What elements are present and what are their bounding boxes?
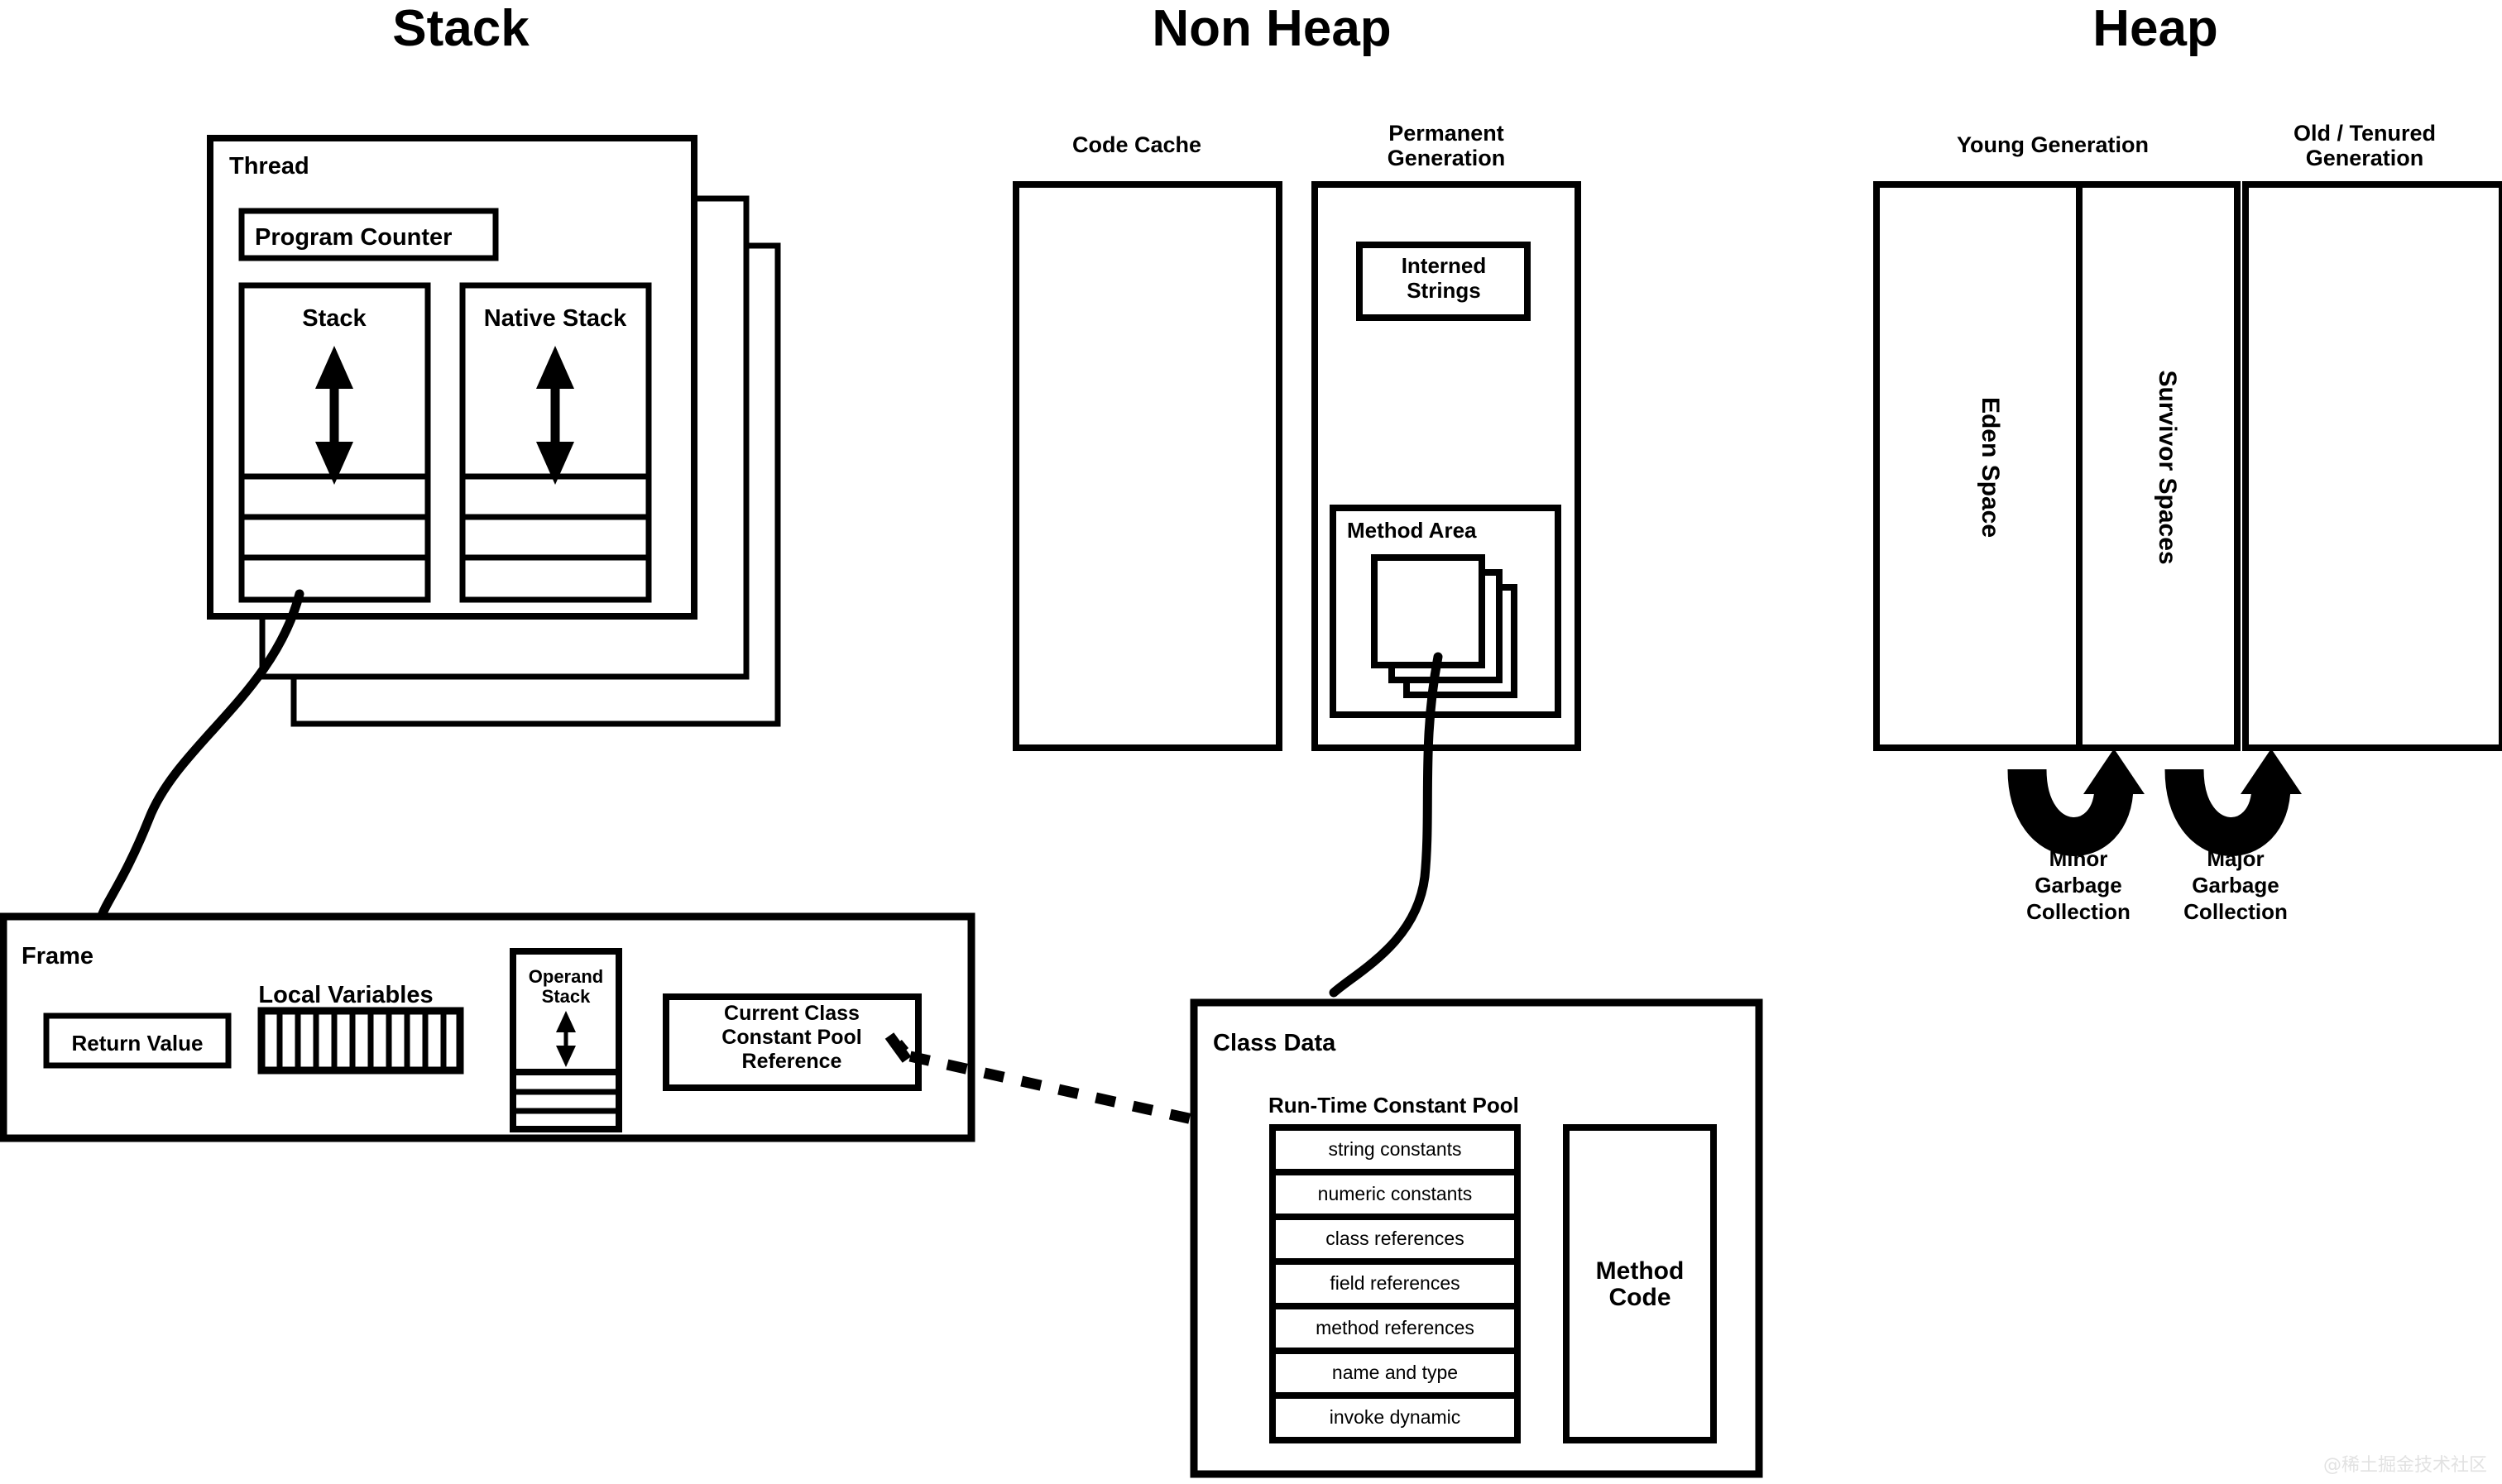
minor-garbage-collection-arrow bbox=[2007, 749, 2145, 856]
constant-pool-row bbox=[1269, 1124, 1521, 1175]
old-generation-label-line2: Generation bbox=[2306, 146, 2424, 170]
constant-pool-row bbox=[1269, 1169, 1521, 1220]
interned-strings-box bbox=[1356, 242, 1531, 321]
code-cache-label: Code Cache bbox=[1072, 132, 1201, 157]
section-title-heap: Heap bbox=[2092, 0, 2218, 57]
major-gc-label-line1: Major bbox=[2207, 846, 2264, 871]
section-title-stack: Stack bbox=[392, 0, 530, 57]
minor-gc-label-line3: Collection bbox=[2026, 899, 2131, 924]
current-class-ref-line1: Current Class bbox=[724, 1002, 860, 1025]
local-variables-box bbox=[257, 1007, 464, 1075]
program-counter-box bbox=[238, 208, 499, 261]
minor-gc-label-line2: Garbage bbox=[2035, 873, 2122, 898]
permanent-generation-label-line2: Generation bbox=[1388, 146, 1506, 170]
constant-pool-item-5: name and type bbox=[1332, 1362, 1458, 1383]
survivor-spaces-label: Survivor Spaces bbox=[2154, 370, 2181, 564]
minor-gc-label-line1: Minor bbox=[2049, 846, 2108, 871]
method-code-box bbox=[1563, 1124, 1717, 1443]
watermark: @稀土掘金技术社区 bbox=[2323, 1455, 2487, 1476]
method-area-to-class-data-connector bbox=[1329, 652, 1443, 998]
thread-native-stack-双-arrow bbox=[536, 346, 574, 485]
thread-stack-label: Stack bbox=[302, 305, 367, 332]
interned-strings-line2: Strings bbox=[1407, 278, 1481, 303]
local-variables-label: Local Variables bbox=[258, 982, 433, 1008]
major-gc-label-line2: Garbage bbox=[2192, 873, 2279, 898]
constant-pool-item-2: class references bbox=[1325, 1228, 1464, 1249]
constant-pool-row bbox=[1269, 1348, 1521, 1399]
method-code-line2: Code bbox=[1609, 1284, 1671, 1311]
return-value-box bbox=[43, 1012, 232, 1069]
program-counter-label: Program Counter bbox=[255, 224, 452, 251]
thread-label: Thread bbox=[229, 153, 309, 180]
stack-to-frame-connector bbox=[96, 589, 304, 923]
local-variable-slots bbox=[276, 1011, 447, 1070]
frame-label: Frame bbox=[22, 943, 93, 969]
method-code-line1: Method bbox=[1596, 1257, 1685, 1285]
method-area-card bbox=[1371, 554, 1485, 668]
young-generation-box bbox=[1873, 181, 2241, 751]
operand-stack-双-arrow bbox=[556, 1011, 576, 1067]
code-cache-box bbox=[1013, 181, 1282, 751]
class-data-label: Class Data bbox=[1213, 1030, 1336, 1056]
section-title-non-heap: Non Heap bbox=[1152, 0, 1391, 57]
interned-strings-line1: Interned bbox=[1402, 253, 1487, 278]
major-gc-label-line3: Collection bbox=[2183, 899, 2288, 924]
operand-stack-label-line2: Stack bbox=[542, 986, 591, 1007]
current-class-constant-pool-reference-box bbox=[663, 993, 922, 1091]
constant-pool-row bbox=[1269, 1258, 1521, 1309]
thread-stack-双-arrow bbox=[315, 346, 353, 485]
old-generation-label-line1: Old / Tenured bbox=[2294, 121, 2436, 146]
constant-pool-item-4: method references bbox=[1316, 1317, 1474, 1338]
current-class-ref-line2: Constant Pool bbox=[721, 1026, 861, 1049]
constant-pool-item-0: string constants bbox=[1328, 1138, 1461, 1160]
young-generation-label: Young Generation bbox=[1957, 132, 2149, 157]
constant-pool-item-3: field references bbox=[1330, 1272, 1460, 1294]
return-value-label: Return Value bbox=[72, 1031, 204, 1056]
constant-pool-row bbox=[1269, 1303, 1521, 1354]
current-class-ref-line3: Reference bbox=[742, 1050, 842, 1073]
major-garbage-collection-arrow bbox=[2164, 749, 2302, 856]
run-time-constant-pool-title: Run-Time Constant Pool bbox=[1268, 1093, 1519, 1118]
constant-pool-row bbox=[1269, 1392, 1521, 1443]
operand-stack-label-line1: Operand bbox=[529, 966, 603, 987]
permanent-generation-label-line1: Permanent bbox=[1388, 121, 1504, 146]
method-area-label: Method Area bbox=[1347, 518, 1477, 543]
old-generation-box bbox=[2242, 181, 2502, 751]
constant-pool-item-1: numeric constants bbox=[1318, 1183, 1473, 1204]
run-time-constant-pool: string constants numeric constants class… bbox=[1269, 1124, 1521, 1443]
constant-pool-item-6: invoke dynamic bbox=[1330, 1406, 1461, 1428]
eden-space-label: Eden Space bbox=[1977, 397, 2004, 538]
thread-native-stack-label: Native Stack bbox=[484, 305, 627, 332]
